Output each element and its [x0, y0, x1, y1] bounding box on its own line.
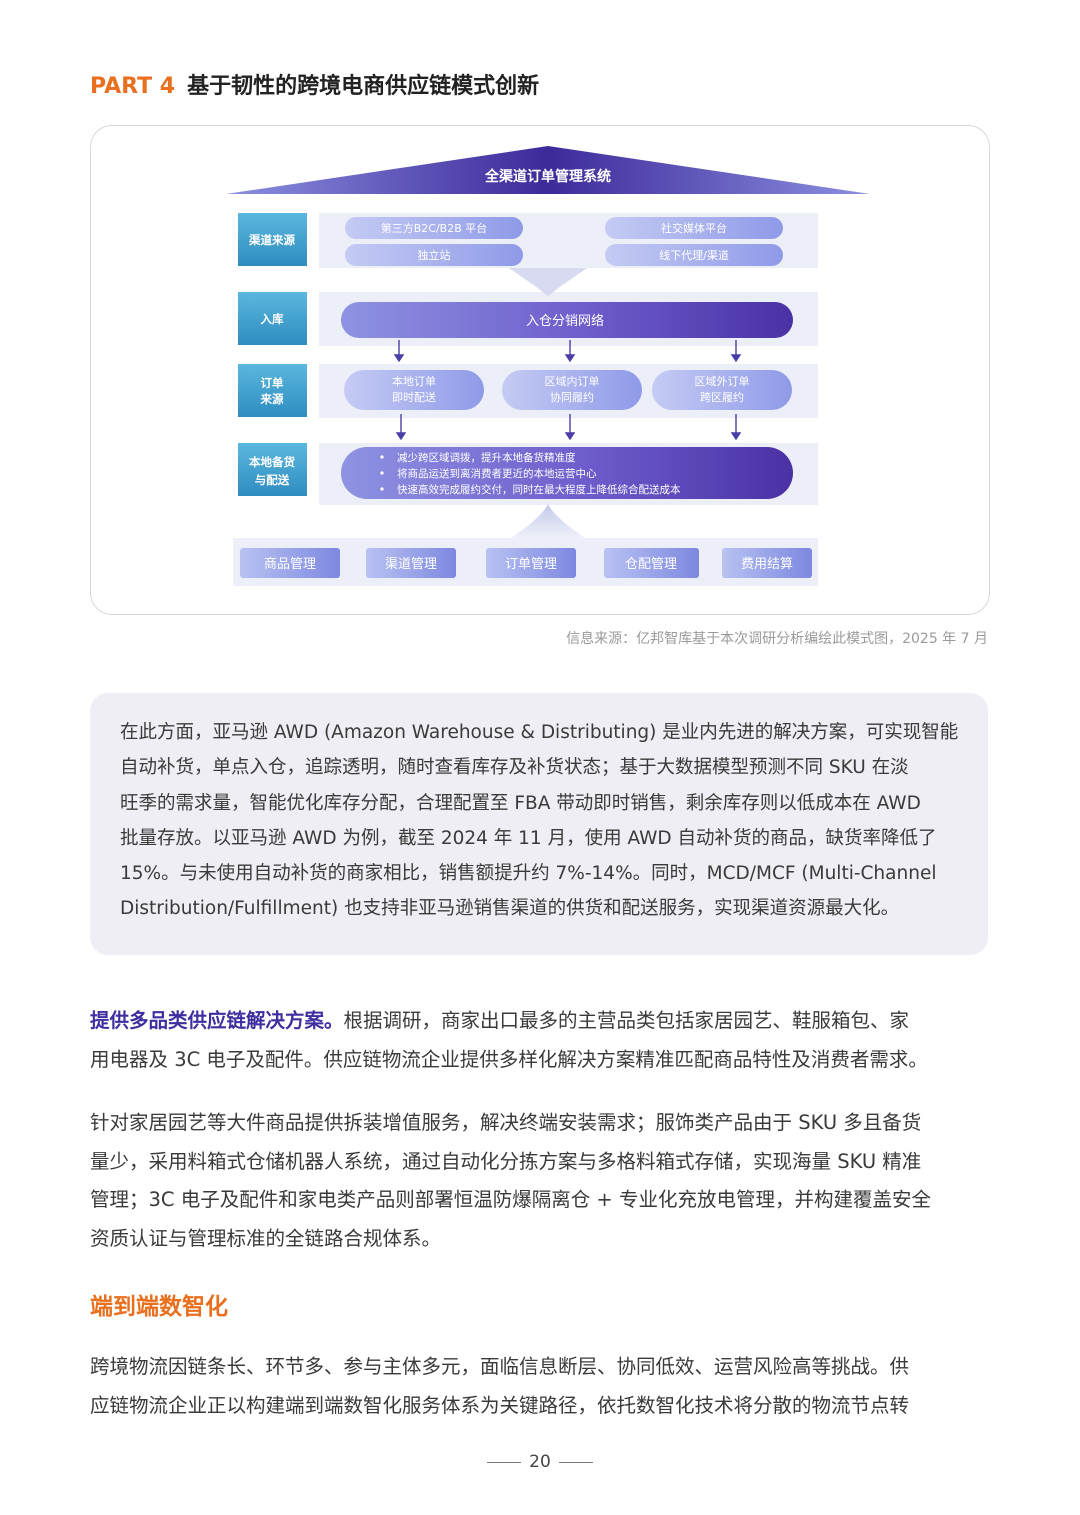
svg-text:协同履约: 协同履约	[550, 390, 594, 404]
local-stock-bar	[341, 447, 793, 499]
bullet-2: 将商品运送到离消费者更近的本地运营中心	[397, 467, 597, 480]
module-billing	[722, 548, 812, 578]
part-title: PART 4 基于韧性的跨境电商供应链模式创新	[90, 68, 539, 100]
svg-text:独立站: 独立站	[418, 248, 451, 262]
paragraph-line: 资质认证与管理标准的全链路合规体系。	[90, 1226, 442, 1250]
paragraph-line: 针对家居园艺等大件商品提供拆装增值服务，解决终端安装需求；服饰类产品由于 SKU…	[90, 1111, 922, 1134]
svg-text:区域外订单: 区域外订单	[695, 375, 750, 388]
funnel-down	[509, 268, 587, 296]
warehouse-bar	[341, 302, 793, 338]
row-label-local-text-1: 本地备货	[249, 455, 295, 469]
down-arrows-2	[395, 414, 742, 441]
down-arrows-1	[393, 340, 742, 363]
channel-pill-independent	[345, 244, 523, 266]
diagram-frame: 全渠道订单管理系统 渠道来源 入库 订单 来源 本地备货 与配送 第三方B2C/…	[90, 125, 990, 615]
bullet-3: 快速高效完成履约交付，同时在最大程度上降低综合配送成本	[397, 483, 681, 496]
row-label-order-text-2: 来源	[260, 392, 284, 406]
svg-text:本地订单: 本地订单	[392, 374, 436, 388]
paragraph-line: 跨境物流因链条长、环节多、参与主体多元，面临信息断层、协同低效、运营风险高等挑战…	[90, 1355, 910, 1378]
module-product	[240, 548, 340, 578]
callout-line: 15%。与未使用自动补货的商家相比，销售额提升约 7%-14%。同时，MCD/M…	[120, 863, 937, 885]
part-label: PART 4	[90, 74, 176, 99]
funnel-up	[511, 504, 585, 538]
system-roof	[226, 146, 870, 194]
paragraph-lead: 提供多品类供应链解决方案。	[90, 1009, 344, 1032]
row-label-warehouse	[238, 292, 307, 345]
svg-text:跨区履约: 跨区履约	[700, 391, 744, 404]
svg-text:即时配送: 即时配送	[392, 390, 436, 404]
paragraph-digitalization: 跨境物流因链条长、环节多、参与主体多元，面临信息断层、协同低效、运营风险高等挑战…	[90, 1348, 990, 1425]
svg-text:渠道管理: 渠道管理	[385, 557, 437, 572]
channel-pill-offline	[605, 244, 783, 266]
callout-line: 批量存放。以亚马逊 AWD 为例，截至 2024 年 11 月，使用 AWD 自…	[120, 827, 937, 849]
footer-rule-right	[558, 1461, 593, 1463]
system-title: 全渠道订单管理系统	[484, 168, 611, 185]
svg-text:商品管理: 商品管理	[264, 557, 316, 572]
module-channel	[366, 548, 456, 578]
svg-text:区域内订单: 区域内订单	[545, 374, 600, 388]
svg-text:仓配管理: 仓配管理	[625, 557, 677, 572]
row-label-local-text-2: 与配送	[255, 473, 290, 487]
source-note: 信息来源：亿邦智库基于本次调研分析编绘此模式图，2025 年 7 月	[566, 631, 988, 647]
row-label-order-text-1: 订单	[261, 376, 284, 390]
bullet-1: 减少跨区域调拨，提升本地备货精准度	[397, 451, 576, 464]
svg-text:线下代理/渠道: 线下代理/渠道	[659, 248, 729, 262]
channel-pill-b2c	[345, 217, 523, 239]
svg-text:第三方B2C/B2B 平台: 第三方B2C/B2B 平台	[381, 221, 488, 235]
page-footer: 20	[0, 1452, 1080, 1472]
row-label-local	[238, 443, 307, 496]
page-number: 20	[529, 1452, 551, 1472]
warehouse-bar-text: 入仓分销网络	[526, 313, 604, 329]
module-order	[486, 548, 576, 578]
footer-rule-left	[487, 1461, 522, 1463]
paragraph-multi-category: 提供多品类供应链解决方案。根据调研，商家出口最多的主营品类包括家居园艺、鞋服箱包…	[90, 1002, 990, 1079]
callout-line: 自动补货，单点入仓，追踪透明，随时查看库存及补货状态；基于大数据模型预测不同 S…	[120, 757, 909, 779]
paragraph-category-solutions: 针对家居园艺等大件商品提供拆装增值服务，解决终端安装需求；服饰类产品由于 SKU…	[90, 1104, 990, 1258]
callout-box: 在此方面，亚马逊 AWD (Amazon Warehouse & Distrib…	[90, 693, 988, 955]
module-warehouse	[604, 548, 699, 578]
callout-line: 旺季的需求量，智能优化库存分配，合理配置至 FBA 带动即时销售，剩余库存则以低…	[120, 792, 921, 814]
svg-text:费用结算: 费用结算	[741, 557, 793, 572]
order-pill-cross-region	[652, 370, 792, 410]
order-pill-regional	[502, 370, 642, 410]
row-label-channel	[238, 213, 307, 266]
order-pill-local	[344, 370, 484, 410]
section-heading: 端到端数智化	[90, 1294, 228, 1320]
paragraph-line: 量少，采用料箱式仓储机器人系统，通过自动化分拣方案与多格料箱式存储，实现海量 S…	[90, 1149, 922, 1173]
paragraph-line: 用电器及 3C 电子及配件。供应链物流企业提供多样化解决方案精准匹配商品特性及消…	[90, 1047, 928, 1071]
paragraph-line: 应链物流企业正以构建端到端数智化服务体系为关键路径，依托数智化技术将分散的物流节…	[90, 1393, 910, 1417]
row-label-channel-text: 渠道来源	[248, 233, 295, 247]
paragraph-line: 管理；3C 电子及配件和家电类产品则部署恒温防爆隔离仓 + 专业化充放电管理，并…	[90, 1188, 931, 1211]
channel-pill-social	[605, 217, 783, 239]
row-label-order	[238, 364, 307, 417]
supply-chain-diagram: 全渠道订单管理系统 渠道来源 入库 订单 来源 本地备货 与配送 第三方B2C/…	[226, 146, 870, 586]
row-label-warehouse-text: 入库	[261, 312, 284, 326]
svg-text:社交媒体平台: 社交媒体平台	[661, 221, 727, 235]
svg-text:订单管理: 订单管理	[505, 557, 557, 572]
callout-line: Distribution/Fulfillment) 也支持非亚马逊销售渠道的供货…	[120, 898, 900, 920]
part-heading: 基于韧性的跨境电商供应链模式创新	[187, 74, 540, 99]
paragraph-line: 提供多品类供应链解决方案。根据调研，商家出口最多的主营品类包括家居园艺、鞋服箱包…	[90, 1009, 910, 1032]
callout-line: 在此方面，亚马逊 AWD (Amazon Warehouse & Distrib…	[120, 722, 959, 743]
